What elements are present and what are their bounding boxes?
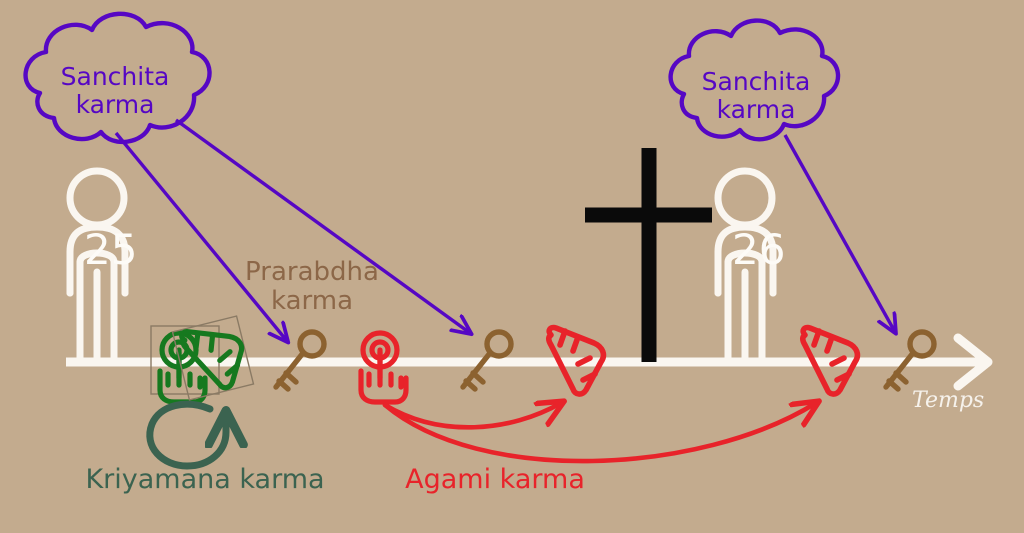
cloud-left [23,11,212,145]
key-1-icon [273,329,327,392]
boomerang-red-1-icon [545,324,607,397]
person-25-number: 25 [84,225,138,274]
person-26 [714,167,777,364]
time-axis-label: Temps [912,388,985,413]
kriyamana-icon-group [146,315,255,470]
prarabdha-line2: karma [270,286,354,317]
cloud-left-line1: Sanchita [60,62,170,91]
tap-red-icon [358,330,409,405]
boomerang-red-2-icon [799,324,861,397]
time-axis-arrowhead [953,333,993,391]
red-arrow-1 [382,403,561,430]
agami-karma-label: Agami karma [405,464,585,495]
person-26-number: 26 [732,225,786,274]
cloud-right-line2: karma [716,95,796,124]
key-3-icon [883,329,937,392]
cloud-right-line1: Sanchita [701,67,811,96]
key-2-icon [460,329,514,392]
red-arrow-2 [382,403,816,464]
cloud-left-line2: karma [75,90,155,119]
purple-arrow-3 [783,134,895,332]
death-cross-icon [585,148,712,362]
prarabdha-line1: Prarabdha [245,257,379,287]
cloud-right [668,18,841,142]
boomerang-green-icon [179,328,245,391]
purple-arrow-1 [114,131,287,341]
kriyamana-karma-label: Kriyamana karma [85,464,325,495]
purple-arrow-2 [175,118,470,333]
person-25 [66,167,129,364]
green-loop-arrow [146,400,226,470]
